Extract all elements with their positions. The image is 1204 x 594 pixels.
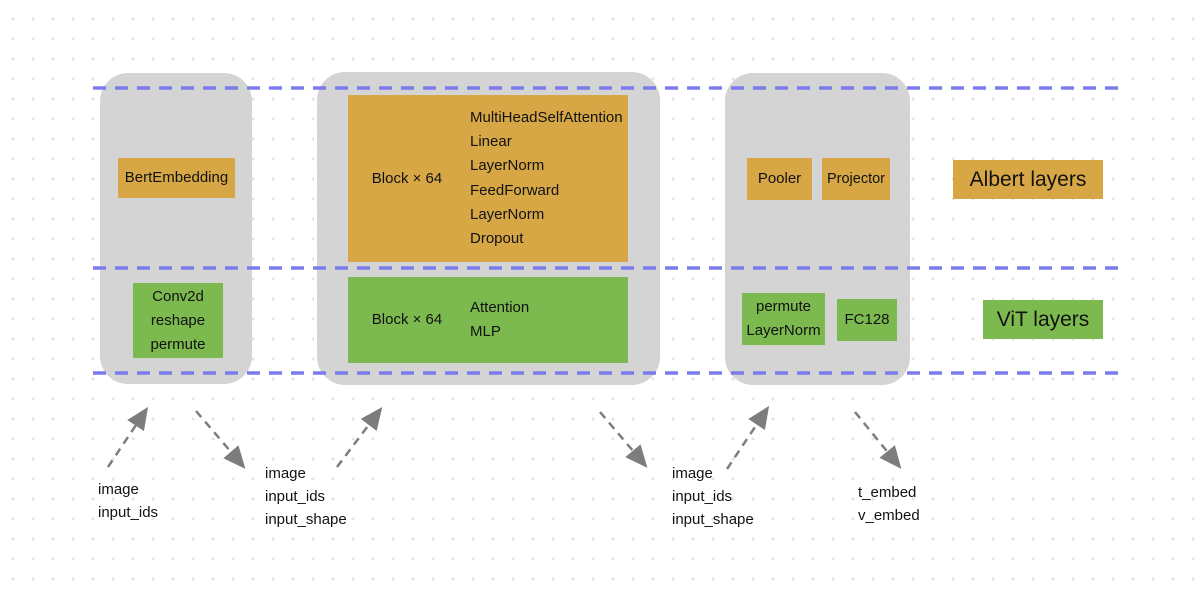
albert-op: Dropout bbox=[470, 229, 524, 247]
io-label: input_ids bbox=[98, 504, 159, 521]
legend-vit-layers: ViT layers bbox=[983, 300, 1103, 339]
arrow-input-to-stage1 bbox=[106, 406, 149, 468]
io-label: input_ids bbox=[265, 488, 326, 505]
vit-encoder-block: Block × 64 Attention MLP bbox=[348, 277, 628, 363]
albert-op: Linear bbox=[470, 133, 512, 151]
bert-embedding-label: BertEmbedding bbox=[124, 169, 229, 186]
fc128-box: FC128 bbox=[837, 299, 897, 341]
io-label: input_ids bbox=[672, 488, 733, 505]
bert-embedding-box: BertEmbedding bbox=[118, 158, 235, 198]
io-label: image bbox=[265, 465, 306, 482]
albert-op: MultiHeadSelfAttention bbox=[470, 108, 623, 126]
albert-block-label: Block × 64 bbox=[371, 169, 443, 187]
pooler-box: Pooler bbox=[747, 158, 812, 200]
albert-op: FeedForward bbox=[470, 181, 560, 199]
io-label: image bbox=[672, 465, 713, 482]
vit-op: Attention bbox=[470, 298, 530, 316]
io-label: input_shape bbox=[672, 511, 754, 528]
albert-block-ops: MultiHeadSelfAttention Linear LayerNorm … bbox=[470, 95, 623, 262]
io-label: input_shape bbox=[265, 511, 347, 528]
albert-op: LayerNorm bbox=[470, 157, 545, 175]
io-label: image bbox=[98, 481, 139, 498]
arrow-input-to-stage2 bbox=[336, 407, 383, 468]
io-label: t_embed bbox=[858, 484, 917, 501]
io-labels-embeddings-output: t_embed v_embed bbox=[858, 481, 920, 527]
pooler-label: Pooler bbox=[757, 170, 802, 187]
arrow-stage1-to-output bbox=[195, 410, 246, 469]
vit-block-ops: Attention MLP bbox=[470, 277, 529, 363]
fc128-label: FC128 bbox=[844, 311, 890, 328]
legend-albert-layers: Albert layers bbox=[953, 160, 1103, 199]
io-labels-stage3-input: image input_ids input_shape bbox=[672, 462, 754, 531]
vit-head-box: permute LayerNorm bbox=[742, 293, 825, 345]
albert-encoder-block: Block × 64 MultiHeadSelfAttention Linear… bbox=[348, 95, 628, 262]
vit-patch-op: reshape bbox=[150, 311, 206, 329]
vit-op: MLP bbox=[470, 323, 501, 340]
legend-albert-label: Albert layers bbox=[969, 167, 1087, 191]
vit-block-label: Block × 64 bbox=[371, 311, 443, 328]
albert-op: LayerNorm bbox=[470, 205, 545, 223]
projector-box: Projector bbox=[822, 158, 890, 200]
legend-vit-label: ViT layers bbox=[996, 307, 1090, 331]
projector-label: Projector bbox=[826, 171, 886, 187]
arrow-input-to-stage3 bbox=[725, 405, 770, 470]
arrow-stage2-to-output bbox=[599, 411, 648, 468]
vit-head-op: permute bbox=[755, 298, 812, 315]
vit-patch-op: Conv2d bbox=[152, 287, 204, 305]
arrow-stage3-to-output bbox=[854, 411, 902, 469]
vit-patch-op: permute bbox=[150, 335, 206, 353]
vit-patch-embed-box: Conv2d reshape permute bbox=[133, 283, 223, 358]
io-labels-stage2-input: image input_ids input_shape bbox=[265, 462, 347, 531]
io-label: v_embed bbox=[858, 507, 920, 524]
vit-head-op: LayerNorm bbox=[746, 322, 821, 339]
io-labels-stage1-input: image input_ids bbox=[98, 478, 158, 524]
